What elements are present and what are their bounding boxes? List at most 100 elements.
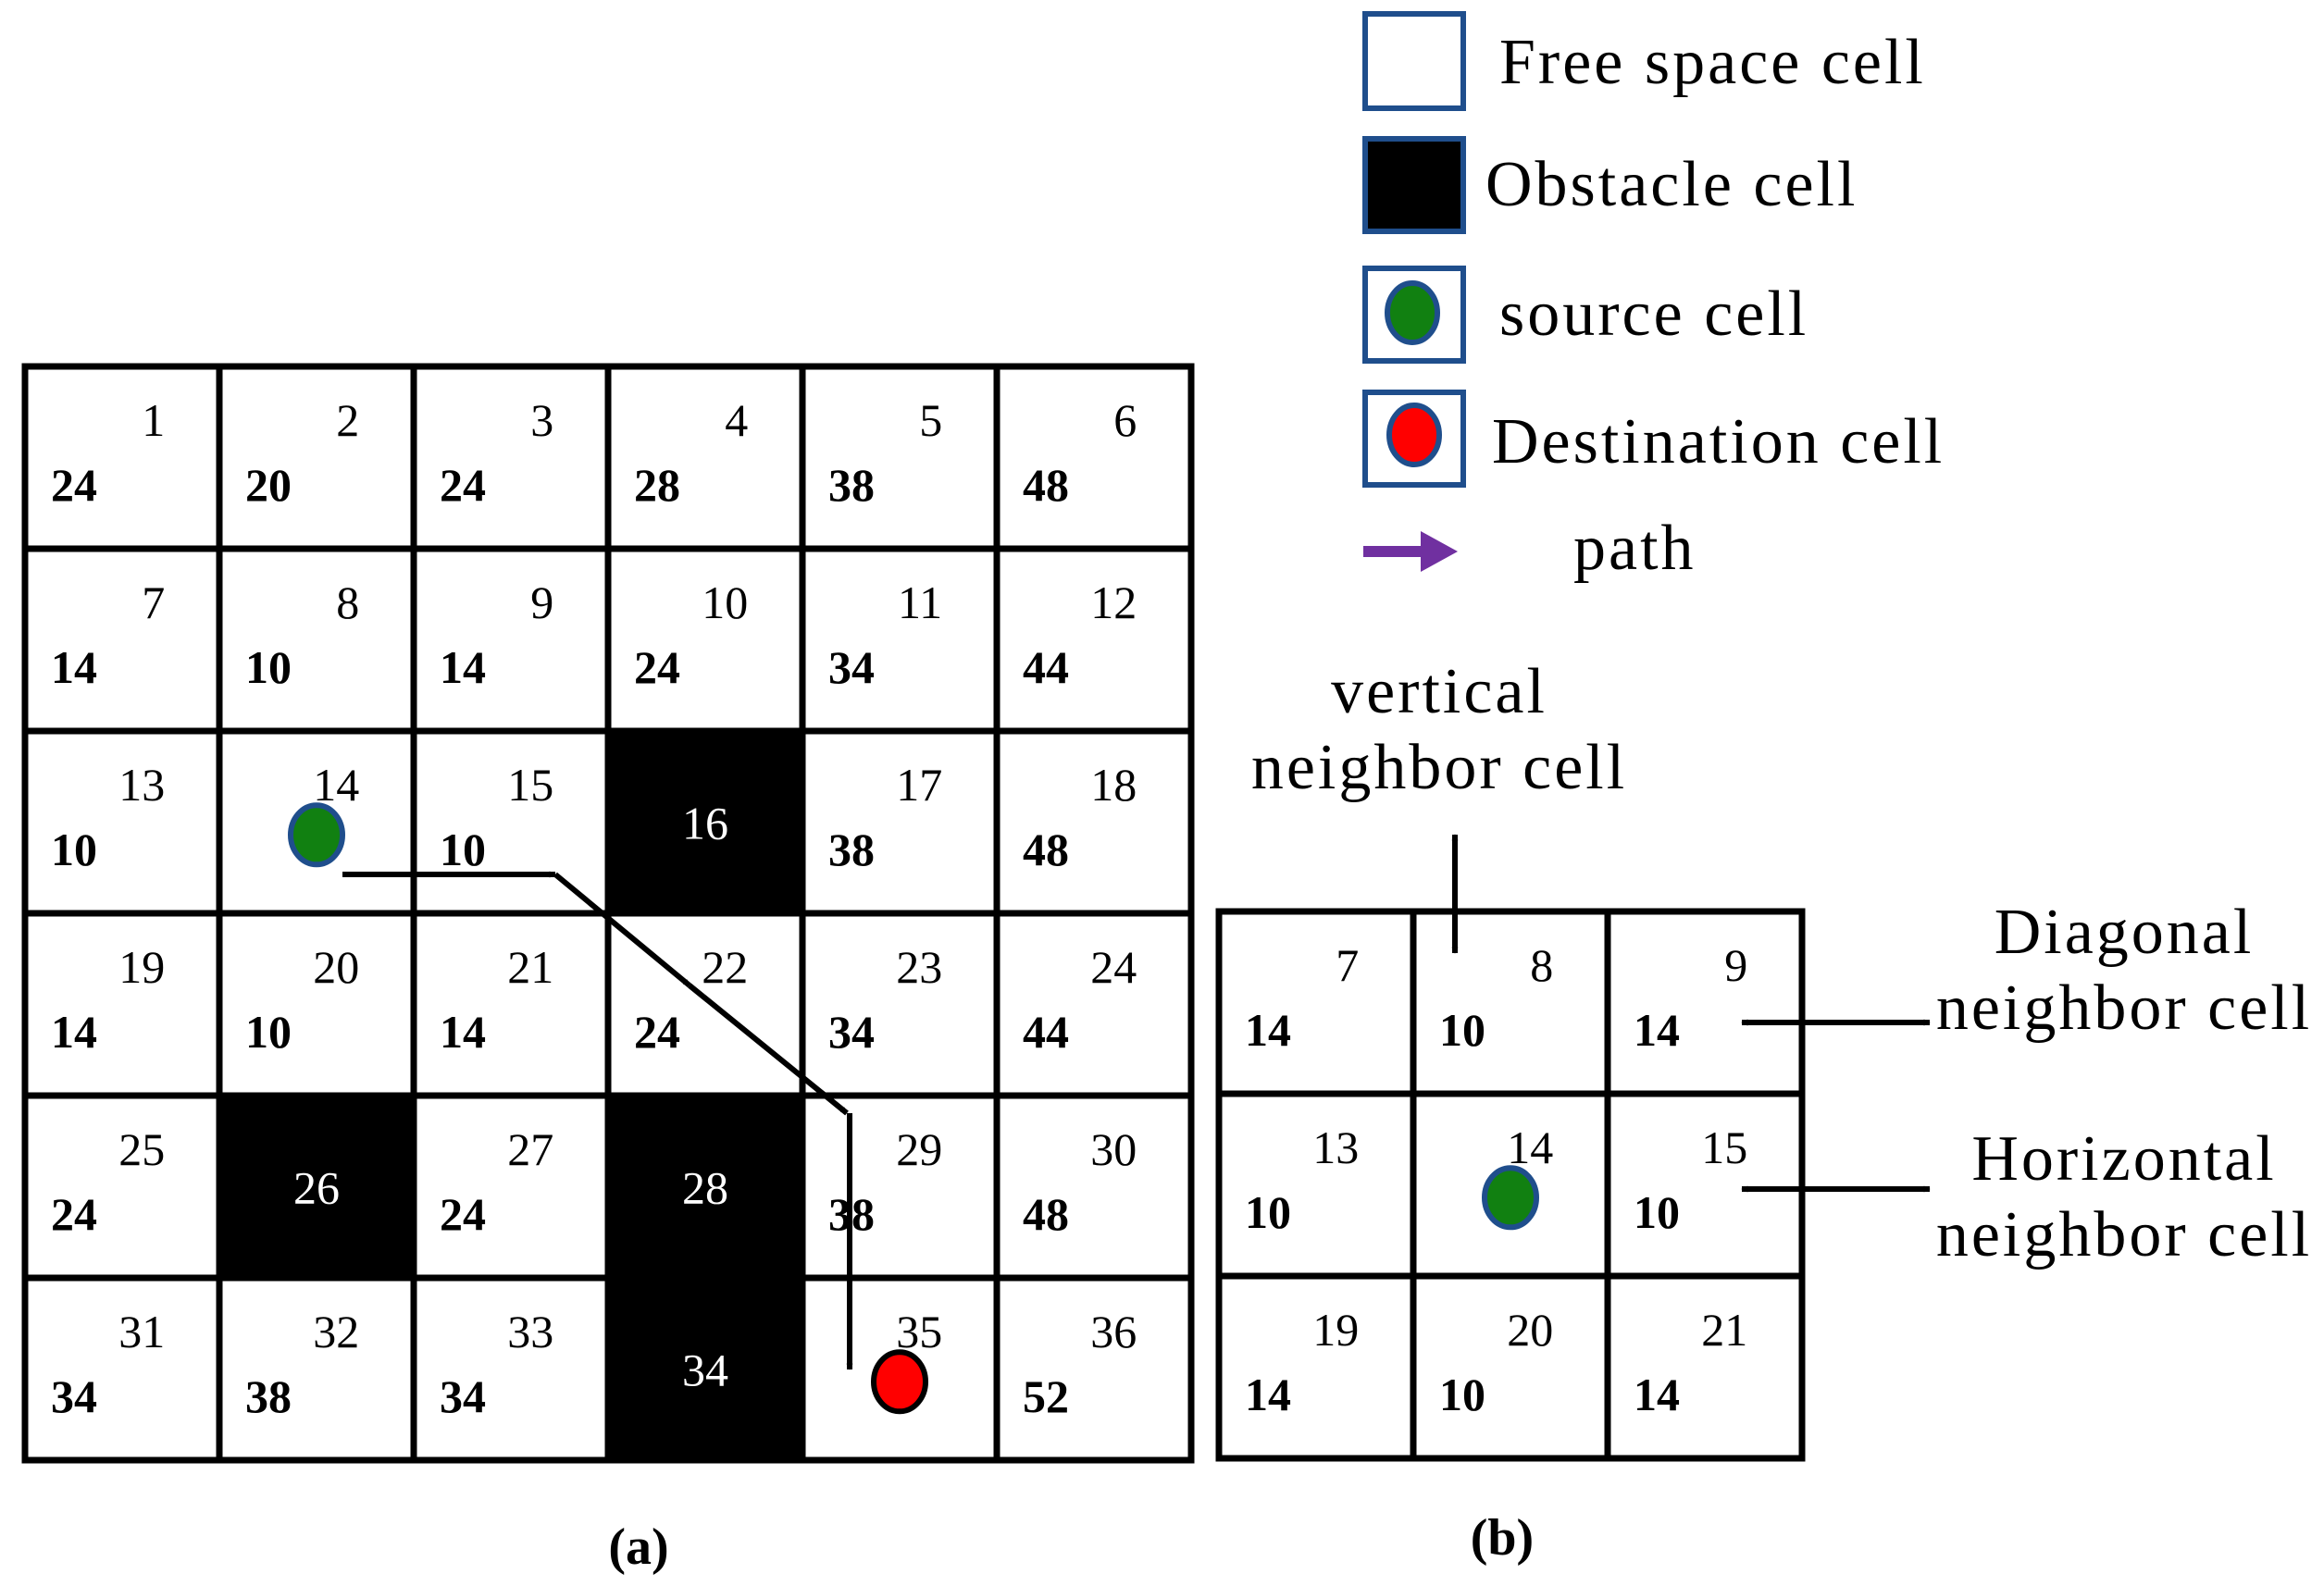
grid-cell-27: 27 24 xyxy=(410,1092,612,1282)
cell-number: 26 xyxy=(293,1162,340,1214)
cell-cost: 20 xyxy=(245,459,292,511)
legend-path-label: path xyxy=(1573,513,1696,584)
cell-cost: 10 xyxy=(1439,1004,1485,1056)
grid-cell-9: 914 xyxy=(410,545,612,735)
legend: Free space cell Obstacle cell source cel… xyxy=(1362,11,1945,584)
cell-cost: 10 xyxy=(245,1006,292,1058)
obstacle-cell xyxy=(604,1092,806,1282)
free-cell xyxy=(21,363,223,552)
vertical-label-line2: neighbor cell xyxy=(1251,732,1627,803)
grid-cell-14: 14 xyxy=(1410,1090,1611,1280)
cell-number: 20 xyxy=(1507,1304,1553,1356)
cell-number: 13 xyxy=(118,759,165,811)
legend-obstacle-label: Obstacle cell xyxy=(1485,149,1858,220)
grid-cell-36: 36 52 xyxy=(993,1274,1195,1464)
free-cell xyxy=(799,727,1000,917)
cell-number: 21 xyxy=(1701,1304,1747,1356)
cell-number: 15 xyxy=(507,759,553,811)
cell-cost: 44 xyxy=(1023,1006,1069,1058)
grid-cell-10: 10 24 xyxy=(604,545,806,735)
cell-cost: 38 xyxy=(245,1370,292,1422)
free-cell xyxy=(216,1274,417,1464)
caption-b: (b) xyxy=(1471,1509,1534,1567)
cell-cost: 14 xyxy=(1245,1004,1291,1056)
free-cell xyxy=(21,910,223,1099)
cell-cost: 34 xyxy=(51,1370,97,1422)
grid-cell-7: 714 xyxy=(21,545,223,735)
grid-cell-7: 7 14 xyxy=(1215,908,1417,1097)
cell-number: 23 xyxy=(896,941,942,993)
free-cell xyxy=(1215,1090,1417,1280)
grid-cell-9: 914 xyxy=(1604,908,1806,1097)
cell-number: 17 xyxy=(896,759,942,811)
cell-cost: 34 xyxy=(440,1370,486,1422)
cell-number: 30 xyxy=(1090,1123,1137,1175)
cell-cost: 10 xyxy=(1439,1369,1485,1420)
free-cell xyxy=(410,1274,612,1464)
cell-cost: 52 xyxy=(1023,1370,1069,1422)
grid-cell-31: 31 34 xyxy=(21,1274,223,1464)
cell-number: 8 xyxy=(336,576,359,628)
cell-number: 14 xyxy=(313,759,359,811)
cell-number: 15 xyxy=(1701,1121,1747,1173)
free-cell xyxy=(993,1092,1195,1282)
cell-cost: 10 xyxy=(440,824,486,875)
grid-cell-16: 16 xyxy=(604,727,806,917)
cell-number: 8 xyxy=(1530,939,1553,991)
cell-number: 34 xyxy=(682,1344,728,1396)
grid-cell-34: 34 xyxy=(604,1274,806,1464)
cell-number: 10 xyxy=(702,576,748,628)
cell-number: 13 xyxy=(1312,1121,1359,1173)
horizontal-label-line2: neighbor cell xyxy=(1936,1199,2312,1270)
cell-number: 7 xyxy=(142,576,165,628)
cell-cost: 34 xyxy=(828,1006,875,1058)
legend-free-swatch xyxy=(1362,11,1466,111)
cell-number: 14 xyxy=(1507,1121,1553,1173)
cell-cost: 24 xyxy=(634,641,680,693)
free-cell xyxy=(1215,908,1417,1097)
legend-source-icon xyxy=(1385,280,1440,345)
cell-cost: 24 xyxy=(51,459,97,511)
legend-free-label: Free space cell xyxy=(1499,27,1926,98)
cell-cost: 10 xyxy=(1634,1186,1680,1238)
cell-number: 7 xyxy=(1336,939,1359,991)
cell-cost: 24 xyxy=(440,1188,486,1240)
cell-number: 3 xyxy=(530,394,553,446)
cell-number: 18 xyxy=(1090,759,1137,811)
cell-number: 36 xyxy=(1090,1306,1137,1357)
grid-cell-26: 26 xyxy=(216,1092,417,1282)
path-arrow xyxy=(553,872,691,988)
cell-number: 27 xyxy=(507,1123,553,1175)
free-cell xyxy=(993,727,1195,917)
legend-destination-label: Destination cell xyxy=(1492,406,1945,477)
cell-number: 5 xyxy=(919,394,942,446)
cell-cost: 24 xyxy=(634,1006,680,1058)
grid-cell-3: 324 xyxy=(410,363,612,552)
grid-cell-1: 124 xyxy=(21,363,223,552)
free-cell xyxy=(799,363,1000,552)
diagonal-label-line1: Diagonal xyxy=(1995,897,2255,968)
cell-cost: 48 xyxy=(1023,824,1069,875)
cell-number: 9 xyxy=(530,576,553,628)
cell-cost: 24 xyxy=(51,1188,97,1240)
cell-number: 31 xyxy=(118,1306,165,1357)
legend-source-label: source cell xyxy=(1499,279,1808,350)
vertical-label-line1: vertical xyxy=(1331,656,1547,727)
cell-number: 6 xyxy=(1113,394,1137,446)
cell-number: 35 xyxy=(896,1306,942,1357)
free-cell xyxy=(410,363,612,552)
free-cell xyxy=(21,1274,223,1464)
cell-number: 4 xyxy=(725,394,748,446)
grid-cell-23: 23 34 xyxy=(799,910,1000,1099)
